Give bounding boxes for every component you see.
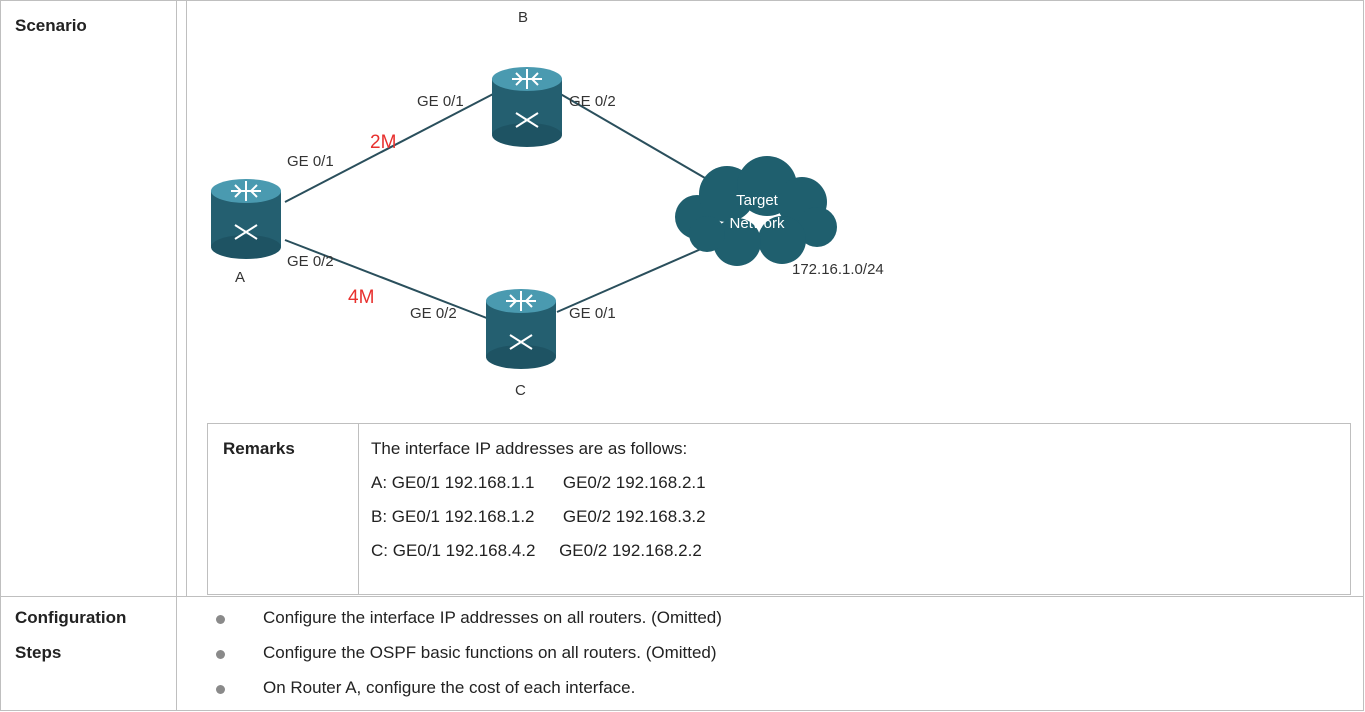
cloud-label-line1: Target [736,192,779,209]
bullet-icon [216,650,225,659]
bullet-icon [216,615,225,624]
bandwidth-top-label: 2M [370,132,396,153]
port-b-right: GE 0/2 [569,93,616,110]
router-c-label: C [515,382,526,399]
port-a-bottom: GE 0/2 [287,253,334,270]
column-divider-inner [186,0,187,596]
bandwidth-bottom-label: 4M [348,287,374,308]
router-a-icon [211,179,281,259]
remarks-line: B: GE0/1 192.168.1.2 GE0/2 192.168.3.2 [371,507,706,526]
target-network-cloud: Target Network [675,156,837,266]
port-b-left: GE 0/1 [417,93,464,110]
link-b-cloud [556,91,718,186]
router-b-icon [492,67,562,147]
bullet-icon [216,685,225,694]
port-a-top: GE 0/1 [287,153,334,170]
port-c-right: GE 0/1 [569,305,616,322]
config-steps-label-line2: Steps [15,643,62,662]
config-steps-label-line1: Configuration [15,608,127,627]
remarks-divider [358,424,359,594]
remarks-label: Remarks [223,439,295,458]
link-a-b [284,91,498,203]
router-b-label: B [518,9,528,26]
step-text: Configure the OSPF basic functions on al… [263,643,717,662]
remarks-line: A: GE0/1 192.168.1.1 GE0/2 192.168.2.1 [371,473,706,492]
column-divider [176,0,177,711]
cloud-label-line2: Network [729,215,785,232]
router-c-icon [486,289,556,369]
router-a-label: A [235,269,245,286]
network-topology-diagram: Target Network B A C GE 0/1 GE 0/2 GE 0/… [211,9,884,399]
link-c-cloud [556,241,718,313]
scenario-label: Scenario [15,16,87,35]
step-text: On Router A, configure the cost of each … [263,678,636,697]
port-c-left: GE 0/2 [410,305,457,322]
remarks-line: C: GE0/1 192.168.4.2 GE0/2 192.168.2.2 [371,541,702,560]
step-text: Configure the interface IP addresses on … [263,608,722,627]
remarks-line: The interface IP addresses are as follow… [371,439,688,458]
remarks-box: Remarks The interface IP addresses are a… [207,423,1351,595]
link-a-c [284,239,498,323]
row-divider [0,596,1364,597]
target-subnet-label: 172.16.1.0/24 [792,261,884,278]
